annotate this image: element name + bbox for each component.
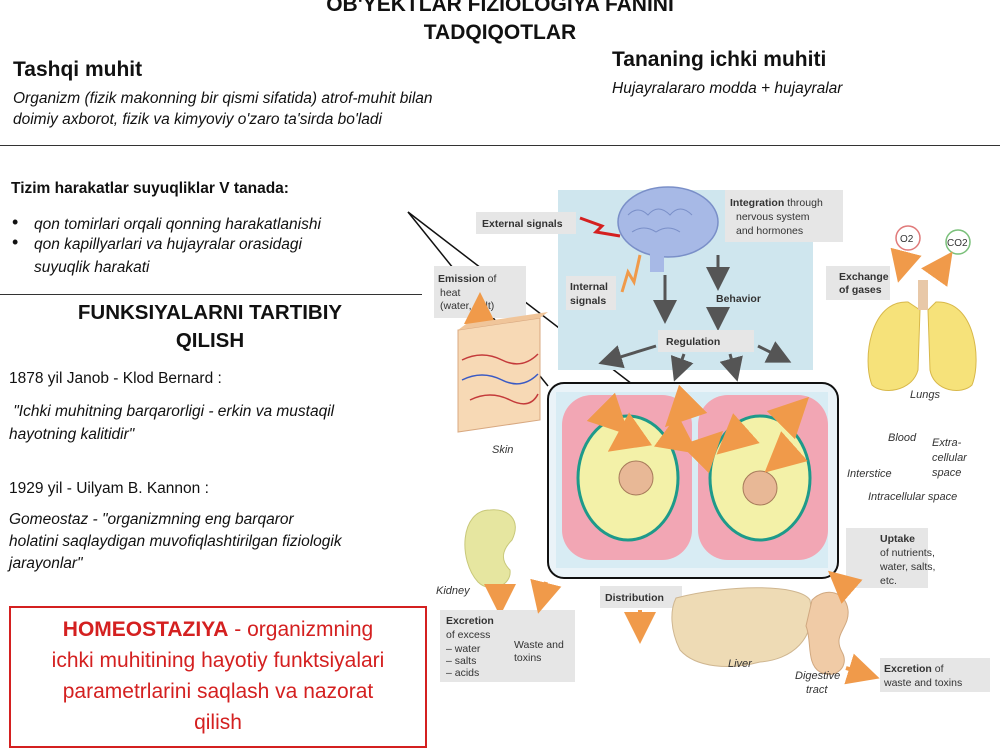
skin-illustration xyxy=(457,317,541,433)
list-item: qon tomirlari orqali qonning harakatlani… xyxy=(10,212,410,235)
behavior-label: Behavior xyxy=(716,293,761,305)
extracellular-label-2: cellular xyxy=(932,452,968,464)
excretion-waste-label-2: waste and toxins xyxy=(883,677,962,689)
internal-signals-label: Internal xyxy=(570,281,608,293)
regulation-heading-line2: QILISH xyxy=(175,329,245,352)
excretion-waste-label: Excretion of xyxy=(884,663,944,675)
lightning-icon xyxy=(579,216,621,238)
emission-label-3: (water, salt) xyxy=(440,300,494,312)
signal-bolt-icon xyxy=(620,254,642,293)
homeostasis-def-2: ichki muhitining hayotiy funktsiyalari xyxy=(51,649,385,672)
co2-label: CO2 xyxy=(947,238,968,249)
excretion-label-4: – salts xyxy=(446,655,476,667)
fluid-movement-heading: Tizim harakatlar suyuqliklar V tanada: xyxy=(11,180,289,197)
blood-label: Blood xyxy=(888,432,917,444)
kidney-label: Kidney xyxy=(436,585,471,597)
fluid-movement-list: qon tomirlari orqali qonning harakatlani… xyxy=(10,212,410,255)
distribution-box xyxy=(600,586,682,608)
exchange-box xyxy=(826,266,890,300)
cannon-def-1: Gomeostaz - "organizmning eng barqaror xyxy=(9,511,294,528)
integration-box xyxy=(725,190,843,242)
external-environment-desc-2: doimiy axborot, fizik va kimyoviy o'zaro… xyxy=(13,111,382,128)
uptake-label-2: of nutrients, xyxy=(880,547,935,559)
extracellular-label: Extra- xyxy=(932,437,962,449)
cannon-def-2: holatini saqlaydigan muvofiqlashtirilgan… xyxy=(9,533,342,550)
integration-label-3: and hormones xyxy=(736,225,803,237)
list-item-continuation: suyuqlik harakati xyxy=(34,259,150,276)
bernard-quote-1: "Ichki muhitning barqarorligi - erkin va… xyxy=(9,403,335,420)
intracellular-label: Intracellular space xyxy=(868,491,957,503)
homeostasis-def-4: qilish xyxy=(194,711,242,734)
uptake-label: Uptake xyxy=(880,533,915,545)
integration-label: Integration through xyxy=(730,197,823,209)
o2-label: O2 xyxy=(900,234,914,245)
integration-label-2: nervous system xyxy=(736,211,810,223)
internal-signals-box xyxy=(566,276,616,310)
excretion-label-3: – water xyxy=(446,643,481,655)
page-title: OB'YEKTLAR FIZIOLOGIYA FANINI xyxy=(326,0,674,16)
list-item: qon kapillyarlari va hujayralar orasidag… xyxy=(10,232,410,255)
bernard-line: 1878 yil Janob - Klod Bernard : xyxy=(9,370,222,387)
homeostasis-def-3: parametrlarini saqlash va nazorat xyxy=(62,680,374,703)
regulation-label: Regulation xyxy=(666,336,720,348)
interstice-label: Interstice xyxy=(847,468,892,480)
top-divider xyxy=(0,145,1000,146)
emission-label: Emission of xyxy=(438,273,496,285)
excretion-label-5: – acids xyxy=(446,667,479,679)
uptake-label-4: etc. xyxy=(880,575,897,587)
excretion-waste-box xyxy=(880,658,990,692)
trachea xyxy=(918,280,928,310)
liver-icon xyxy=(671,587,812,667)
lungs-right xyxy=(927,301,977,391)
distribution-label: Distribution xyxy=(605,592,664,604)
digestive-tract-icon xyxy=(805,591,849,675)
extracellular-label-3: space xyxy=(932,467,961,479)
homeostasis-def-1: - organizmning xyxy=(228,618,374,641)
digestive-label: Digestive xyxy=(795,670,840,682)
cannon-line: 1929 yil - Uilyam B. Kannon : xyxy=(9,480,209,497)
waste-label: Waste and xyxy=(514,639,564,651)
excretion-label: Excretion xyxy=(446,615,494,627)
external-environment-desc-1: Organizm (fizik makonning bir qismi sifa… xyxy=(13,90,433,107)
internal-environment-desc: Hujayralararo modda + hujayralar xyxy=(612,80,843,97)
mid-divider xyxy=(0,294,422,295)
liver-label: Liver xyxy=(728,658,753,670)
cannon-def-3: jarayonlar" xyxy=(9,555,83,572)
exchange-label: Exchange xyxy=(839,271,889,283)
uptake-label-3: water, salts, xyxy=(879,561,935,573)
brain-stem xyxy=(650,250,664,272)
bernard-quote-2: hayotning kalitidir" xyxy=(9,426,135,443)
kidney-icon xyxy=(464,509,516,589)
nucleus-left xyxy=(618,460,654,496)
skin-label: Skin xyxy=(492,444,513,456)
internal-environment-heading: Tananing ichki muhiti xyxy=(612,48,827,71)
excretion-label-2: of excess xyxy=(446,629,490,641)
lungs-label: Lungs xyxy=(910,389,940,401)
external-environment-heading: Tashqi muhit xyxy=(13,58,143,81)
exchange-label-2: of gases xyxy=(839,284,882,296)
external-signals-box xyxy=(476,212,576,234)
emission-label-2: heat xyxy=(440,287,461,299)
brain-icon xyxy=(617,186,719,258)
homeostasis-term: HOMEOSTAZIYA xyxy=(62,618,229,641)
waste-label-2: toxins xyxy=(514,652,541,664)
excretion-box xyxy=(440,610,575,682)
internal-signals-label-2: signals xyxy=(570,295,606,307)
digestive-label-2: tract xyxy=(806,684,828,696)
co2-icon xyxy=(945,229,971,255)
regulation-heading: FUNKSIYALARNI TARTIBIY xyxy=(77,301,343,324)
regulation-box xyxy=(658,330,754,352)
homeostasis-definition-box: HOMEOSTAZIYA - organizmning ichki muhiti… xyxy=(9,606,427,748)
lungs-left xyxy=(867,301,921,391)
external-signals-label: External signals xyxy=(482,218,563,230)
nucleus-right xyxy=(742,470,778,506)
page-title-line2: TADQIQOTLAR xyxy=(423,21,577,44)
